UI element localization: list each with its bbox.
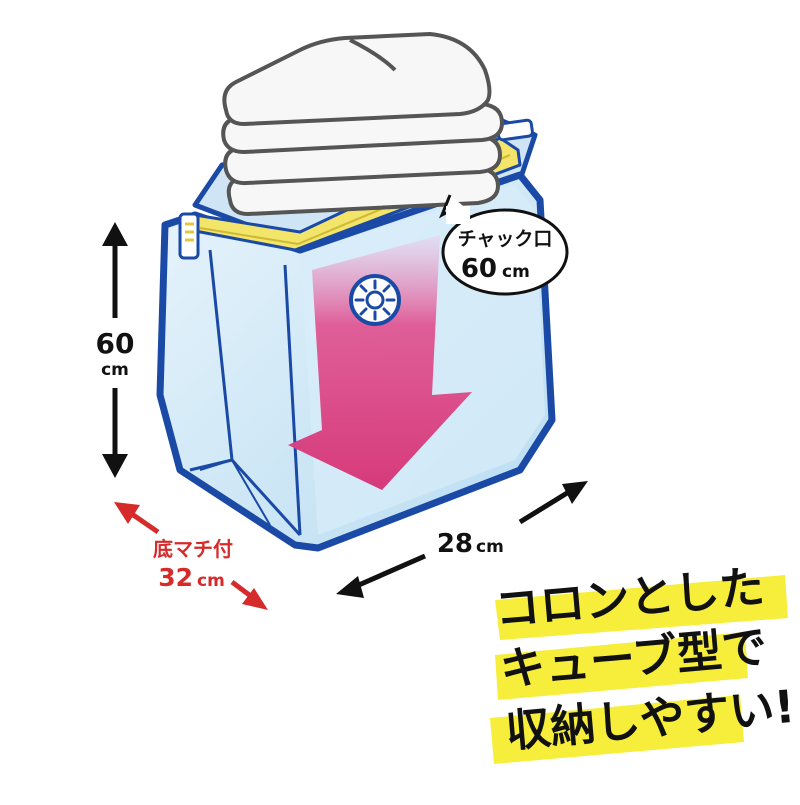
height-unit: cm xyxy=(101,360,129,380)
gusset-unit: cm xyxy=(197,571,225,591)
arrow-upleft-icon xyxy=(114,502,140,524)
width-dimension: 28 cm xyxy=(336,481,588,598)
arrow-downright-icon xyxy=(242,588,268,610)
zipper-value: 60 xyxy=(461,254,497,284)
arrow-up-icon xyxy=(102,222,128,246)
arrow-down-small-icon xyxy=(102,454,128,478)
arrow-right-icon xyxy=(562,481,588,504)
height-value: 60 xyxy=(96,327,135,360)
towel-stack-icon xyxy=(221,32,504,216)
zipper-tab-icon xyxy=(178,212,200,260)
arrow-left-icon xyxy=(336,576,364,598)
zipper-unit: cm xyxy=(502,262,530,282)
gusset-dimension: 底マチ付 32 cm xyxy=(114,502,268,610)
valve-icon xyxy=(349,274,401,326)
width-value: 28 xyxy=(437,529,473,559)
zipper-length-callout: チャック口 60 cm xyxy=(439,194,569,296)
tagline: コロンとした キューブ型で 収納しやすい! xyxy=(490,560,797,764)
height-dimension: 60 cm xyxy=(96,222,135,478)
arrow-down-icon xyxy=(288,235,472,490)
width-unit: cm xyxy=(476,537,504,557)
gusset-value: 32 xyxy=(158,563,193,592)
gusset-label-text: 底マチ付 xyxy=(153,537,233,561)
zipper-label-text: チャック口 xyxy=(458,228,553,250)
